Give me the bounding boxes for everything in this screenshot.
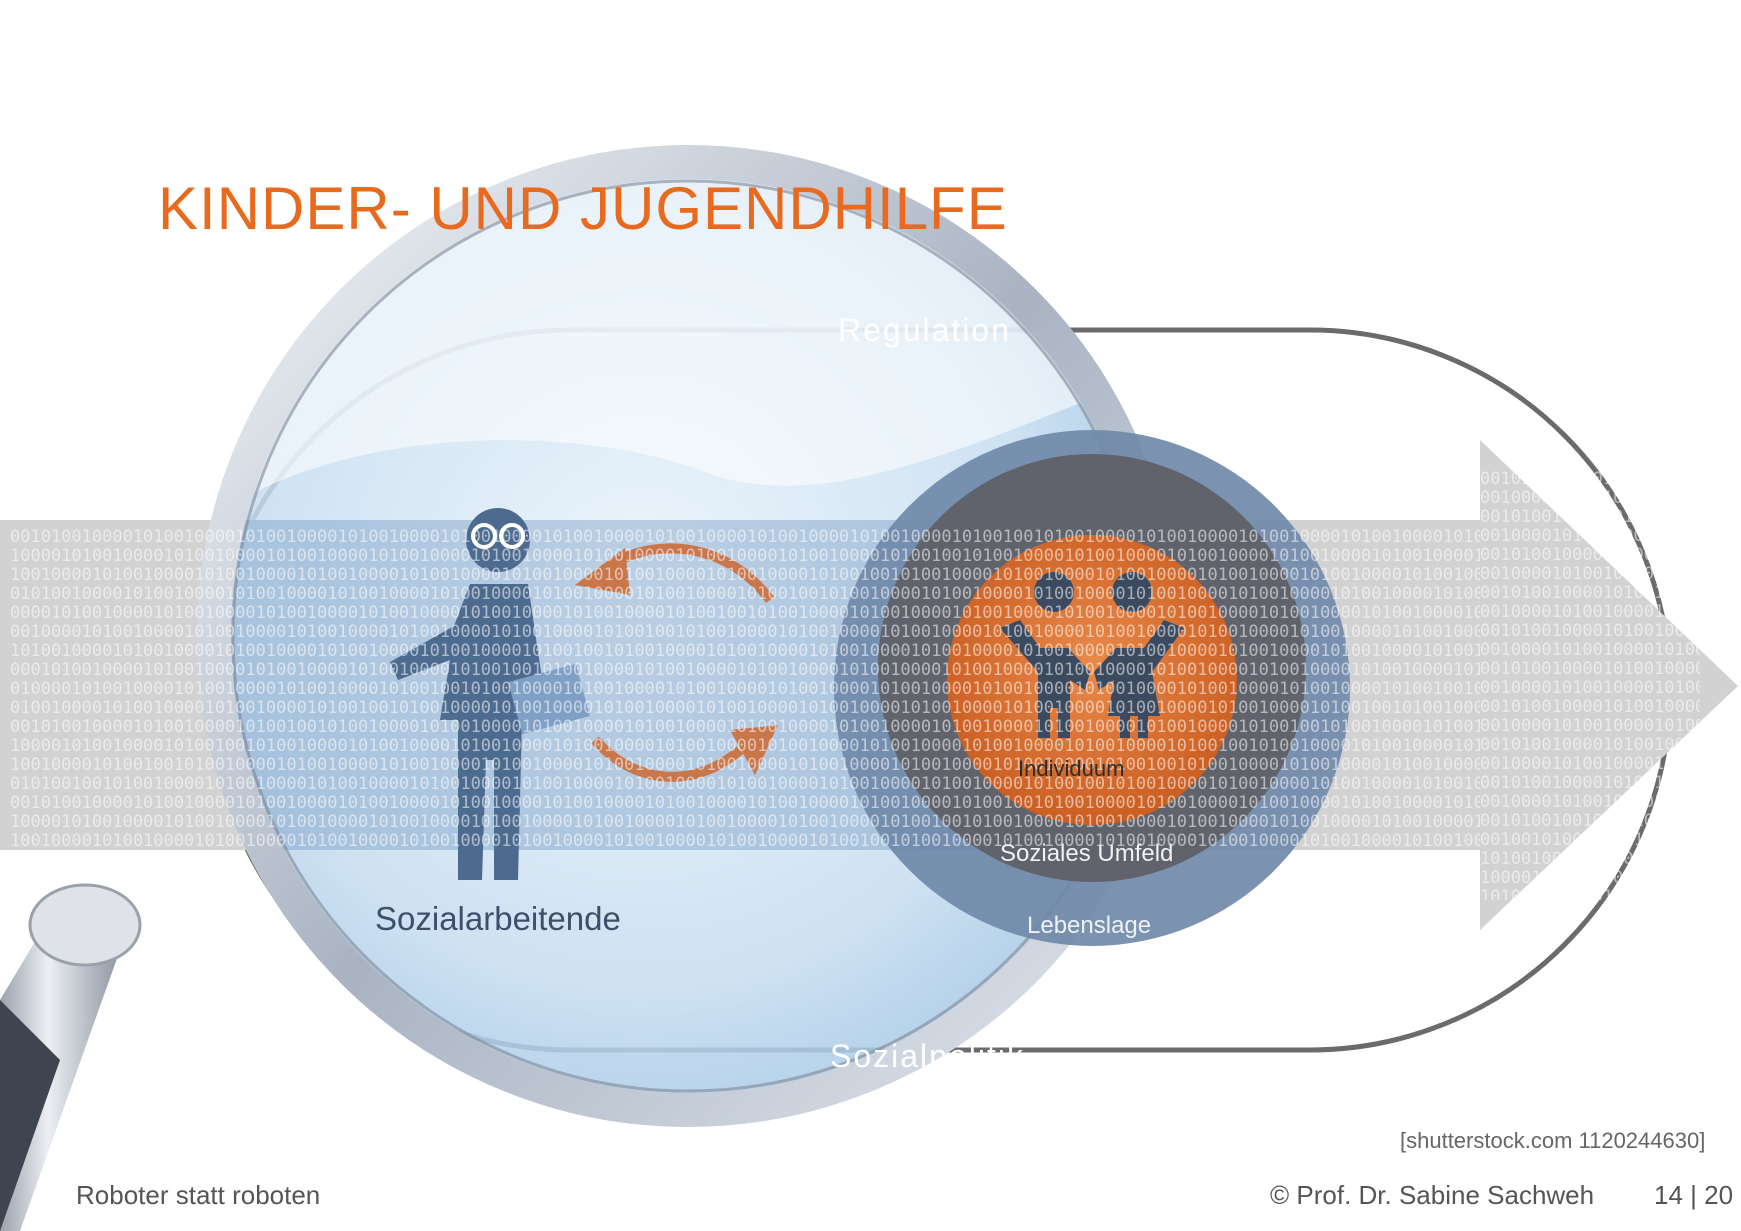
footer-title: Roboter statt roboten [76, 1180, 321, 1210]
children-icon [1000, 572, 1184, 738]
label-regulation: Regulation [838, 312, 1011, 348]
image-credit: [shutterstock.com 1120244630] [1400, 1128, 1706, 1153]
page-number: 14 | 20 [1654, 1180, 1734, 1210]
binary-stripe-left: 0010100100001010010000101001000010100100… [10, 528, 1480, 846]
social-worker-icon [390, 508, 590, 880]
circle-individuum [947, 535, 1237, 825]
exchange-arrows-icon [575, 543, 778, 782]
label-soziales-umfeld: Soziales Umfeld [1000, 840, 1174, 867]
label-sozialpolitik: Sozialpolitik [830, 1038, 1025, 1074]
magnifying-glass-icon [0, 883, 142, 1231]
binary-stripe-tip: 001010010000101001000010 001000010100100… [1480, 470, 1700, 900]
label-lebenslage: Lebenslage [1027, 912, 1152, 939]
footer-author: © Prof. Dr. Sabine Sachweh [1270, 1180, 1595, 1210]
slide-title: KINDER- UND JUGENDHILFE [158, 175, 1008, 242]
label-sozialarbeitende: Sozialarbeitende [375, 900, 621, 937]
label-individuum: Individuum [1018, 756, 1125, 781]
